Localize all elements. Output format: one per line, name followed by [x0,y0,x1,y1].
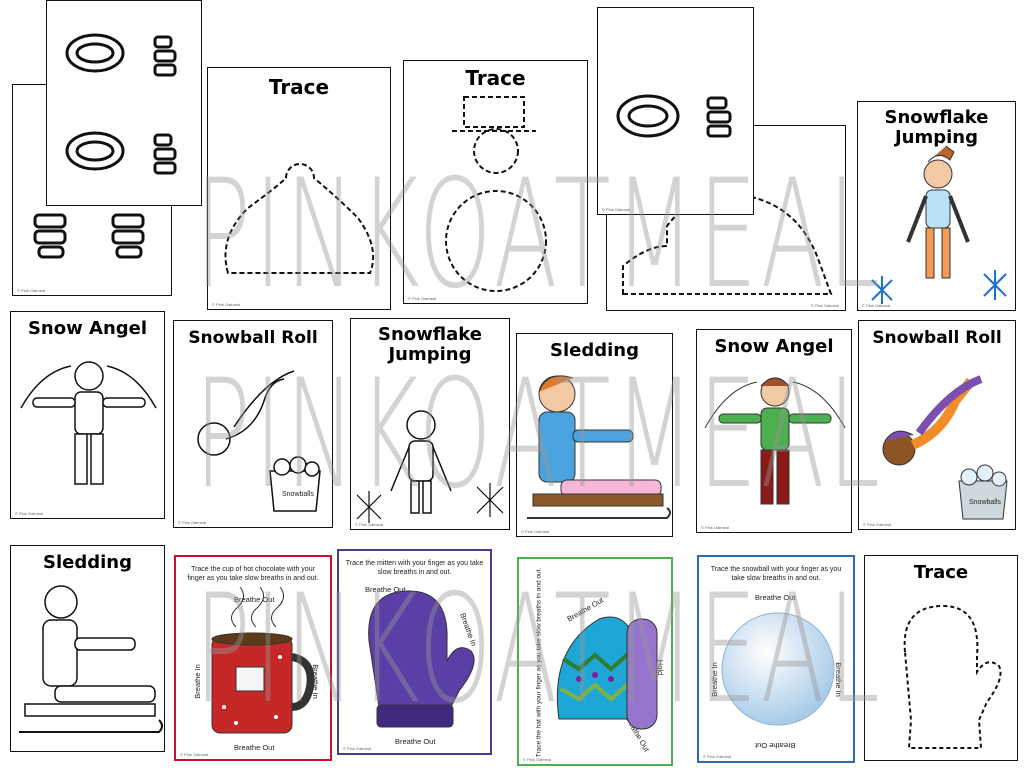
hat-outline-icon [224,163,374,274]
credit-text: © Pink Oatmeal [703,754,732,759]
credit-text: © Pink Oatmeal [863,522,892,527]
card-title: Snowball Roll [188,328,318,348]
girl-jumping-illustration [871,145,1007,304]
breathing-cocoa-card: Trace the cup of hot chocolate with your… [174,555,332,761]
instruction-text: Trace the mitten with your finger as you… [345,560,484,576]
girl-roll-illustration [197,370,321,512]
bootprint-icon [65,33,177,175]
card-title: Trace [268,75,330,99]
breathe-out-label: Breathe Out [395,737,436,746]
card-title: Trace [913,562,969,583]
hot-cocoa-mug-icon [211,586,315,734]
trace-mitten-card: Trace [864,555,1018,761]
bootprint-icon [33,213,145,259]
credit-text: © Pink Oatmeal [178,520,207,525]
credit-text: © Pink Oatmeal [602,207,631,212]
card-title: Snowball Roll [872,328,1002,348]
credit-text: © Pink Oatmeal [212,302,241,307]
bootprint-card-front [46,0,202,206]
credit-text: © Pink Oatmeal [810,303,839,308]
breathe-out-label: Breathe Out [234,743,275,752]
bootprint-card-right: © Pink Oatmeal [597,7,754,215]
breathe-out-label: Breathe Out [365,585,406,594]
trace-hat-card: Trace © Pink Oatmeal [207,67,391,310]
card-title: Snow Angel [27,318,148,339]
card-title: Sledding [550,340,639,361]
card-title: Trace [465,66,526,90]
breathing-hat-card: Trace the hat with your finger as you ta… [517,557,673,766]
instruction-text: Trace the cup of hot chocolate with your… [187,566,319,582]
child-sledding-illustration [527,375,671,519]
child-sledding-illustration [19,585,163,733]
boy-snow-angel-illustration [704,377,846,505]
card-title: Snowflake Jumping [378,324,482,365]
winter-hat-icon [556,616,658,730]
credit-text: © Pink Oatmeal [343,746,372,751]
snowballs-bucket-label: Snowballs [969,499,1001,506]
credit-text: © Pink Oatmeal [15,511,44,516]
snowflake-jumping-card-top: Snowflake Jumping © Pink Oatmeal [857,101,1016,311]
breathe-out-label: Breathe Out [234,595,275,604]
card-title: Snowflake Jumping [884,107,989,148]
snowballs-bucket-label: Snowballs [282,491,314,498]
credit-text: © Pink Oatmeal [408,296,437,301]
snowball-icon [721,612,835,726]
snowball-roll-card-bw: Snowball Roll Snowballs © Pink Oatmeal [173,320,333,528]
credit-text: © Pink Oatmeal [701,525,730,530]
breathing-snowball-card: Trace the snowball with your finger as y… [697,555,855,763]
snowball-roll-card-color: Snowball Roll Snowballs © Pink Oatmeal [858,320,1016,530]
mitten-icon [368,590,475,728]
snow-angel-card-color: Snow Angel © Pink Oatmeal [696,329,852,533]
sledding-card-color: Sledding © Pink Oatmeal [516,333,673,537]
snowflake-jumping-card-bw: Snowflake Jumping © Pink Oatmeal [350,318,510,530]
instruction-text: Trace the snowball with your finger as y… [710,566,842,582]
trace-snowman-card: Trace © Pink Oatmeal [403,60,588,304]
credit-text: © Pink Oatmeal [180,752,209,757]
credit-text: © Pink Oatmeal [862,303,891,308]
bootprint-icon [616,94,732,138]
credit-text: © Pink Oatmeal [17,288,46,293]
card-title: Sledding [43,552,132,573]
snow-angel-card-bw: Snow Angel © Pink Oatmeal [10,311,165,519]
breathe-out-label: Breathe Out [755,593,796,602]
credit-text: © Pink Oatmeal [523,757,552,762]
sledding-card-bw: Sledding [10,545,165,752]
card-title: Snow Angel [714,336,834,357]
credit-text: © Pink Oatmeal [521,529,550,534]
breathing-mitten-card: Trace the mitten with your finger as you… [337,549,492,755]
snowman-outline-icon [445,96,547,292]
boy-snow-angel-illustration [20,361,157,485]
girl-roll-illustration [882,375,1008,520]
mitten-outline-icon [903,604,1002,749]
credit-text: © Pink Oatmeal [355,522,384,527]
girl-jumping-illustration [356,410,504,523]
